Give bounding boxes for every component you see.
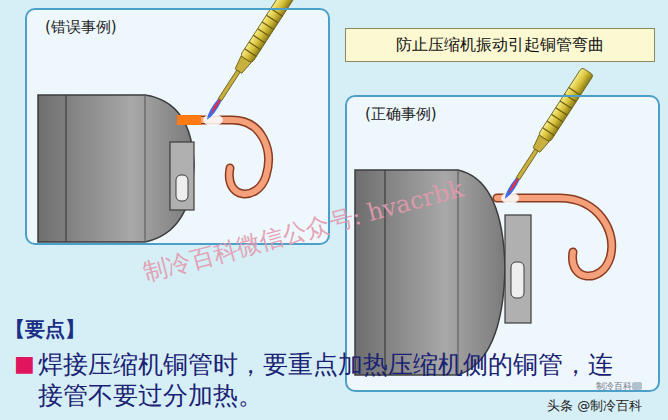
point-note: 焊接压缩机铜管时，要重点加热压缩机侧的铜管，连接管不要过分加热。 [38, 349, 620, 411]
point-heading: 【要点】 [5, 316, 85, 343]
title-box: 防止压缩机振动引起铜管弯曲 [345, 28, 655, 62]
example-panel: (错误事例) [25, 8, 330, 245]
source-tag: 头条 @制冷百科 [547, 397, 642, 415]
panel-heading: (错误事例) [45, 18, 117, 37]
bullet-mark: ■ [14, 351, 35, 376]
panel-heading: (正确事例) [365, 105, 437, 124]
example-panel: (正确事例) [345, 95, 660, 392]
logo-text: 制冷百科 [596, 380, 632, 393]
title-text: 防止压缩机振动引起铜管弯曲 [396, 35, 604, 56]
